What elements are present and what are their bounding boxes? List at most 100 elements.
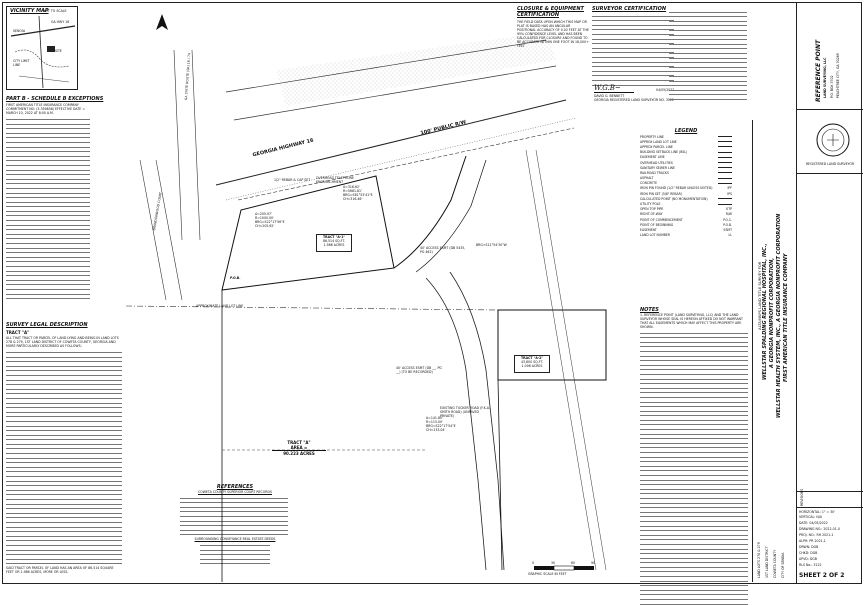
curve-1: A=316.62' R=5681.81' BRG=S61°53'41"E CH=… <box>343 185 373 201</box>
legend-code: ESMT <box>723 227 732 232</box>
drawing-frame <box>2 2 862 584</box>
revisions-panel: REVISIONS <box>797 489 863 508</box>
surveyor-cert-block: SURVEYOR CERTIFICATION W.G.B~ 04/05/2022… <box>592 6 708 114</box>
access-esmt-2-label: 40' ACCESS ESMT (DB __, PG __) (TO BE RE… <box>396 366 442 374</box>
legend-label: IRON PIN FOUND (1/2" REBAR UNLESS NOTED) <box>640 186 713 191</box>
scale-tick-30: 30 <box>551 561 556 565</box>
closure-text: THE FIELD DATA UPON WHICH THIS MAP OR PL… <box>517 20 589 48</box>
notes-first: 1. REFERENCE POINT (LAND SURVEYING, LLC)… <box>640 313 743 329</box>
graphic-scale <box>534 565 594 571</box>
scale-label: GRAPHIC SCALE IN FEET <box>528 572 567 576</box>
notes-block: NOTES 1. REFERENCE POINT (LAND SURVEYING… <box>640 307 748 605</box>
legend-row: CALCULATED POINT (NO MONUMENTATION) <box>640 196 732 201</box>
legend-row: OVERHEAD UTILITIES <box>640 160 732 165</box>
legend-label: BUILDING SETBACK LINE (BSL) <box>640 150 688 155</box>
client-name-4: FIRST AMERICAN TITLE INSURANCE COMPANY <box>783 253 789 382</box>
legend-row: EASEMENT LINE <box>640 155 732 160</box>
existing-road-label: EXISTING TUCKER ROAD (F.K.A. SMITH ROAD)… <box>440 406 490 418</box>
tb-rls: RLS No.: 3122 <box>799 563 822 567</box>
tract-a2-label: TRACT "A-2" 43,800 SQ.FT. 1.006 ACRES <box>514 355 550 373</box>
legend-label: OVERHEAD UTILITIES <box>640 160 673 165</box>
surveyor-seal-icon <box>816 123 850 157</box>
legend-row: UTILITY POLE <box>640 201 732 206</box>
certification-parties <box>669 8 747 101</box>
seal-text: REGISTERED LAND SURVEYOR <box>805 162 855 166</box>
closure-title: CLOSURE & EQUIPMENT CERTIFICATION <box>517 6 584 18</box>
firm-sub: LAND SURVEYING, LLC <box>823 57 827 98</box>
surveyor-date: 04/05/2022 <box>656 88 675 92</box>
legend-label: UTILITY POLE <box>640 202 661 207</box>
legend-label: POINT OF BEGINNING <box>640 222 674 227</box>
tract-a-area: AREA = <box>290 445 308 450</box>
notes-body <box>640 331 748 605</box>
schedule-b-block: PART B - SCHEDULE B EXCEPTIONS FIRST AME… <box>6 96 124 314</box>
firm-name: REFERENCE POINT <box>815 39 822 102</box>
legend-row: IRON PIN FOUND (1/2" REBAR UNLESS NOTED)… <box>640 186 732 191</box>
tb-date: DATE: 04/05/2022 <box>799 521 828 525</box>
references-block: REFERENCES COWETA COUNTY SUPERIOR COURT … <box>180 484 290 580</box>
schedule-b-text <box>6 117 90 300</box>
scale-tick-60: 60 <box>571 561 576 565</box>
legend-line-symbol <box>718 198 732 200</box>
surveyor-license: GEORGIA REGISTERED LAND SURVEYOR NO. 312… <box>594 98 675 102</box>
access-esmt-label: 40' ACCESS ESMT (DB 5435, PG 462) <box>420 246 466 254</box>
rebar-note: 1/2" REBAR & CAP SET <box>274 178 311 182</box>
tract-a2-area: 43,800 SQ.FT. <box>520 360 544 364</box>
legend-code: IPF <box>727 186 732 191</box>
scale-vertical: VERTICAL: N/A <box>799 515 822 519</box>
legend-code: LL <box>728 233 732 238</box>
scale-horizontal: HORIZONTAL: 1" = 30' <box>799 510 836 514</box>
client-location-1: LAND LOTS 278 & 279 <box>757 542 761 578</box>
vicinity-map: VICINITY MAP NOT TO SCALE GA HWY 16 SENO… <box>6 6 78 90</box>
curve-2: A=205.97' R=1000.00' BRG=S22°17'56"E CH=… <box>255 212 285 228</box>
legend-row: PROPERTY LINE <box>640 134 732 139</box>
legend-label: RIGHT-OF-WAY <box>640 212 663 217</box>
legend-row: CONCRETE <box>640 181 732 186</box>
legend-row: RAILROAD TRACKS <box>640 170 732 175</box>
legend-row: RIGHT-OF-WAY R/W <box>640 212 732 217</box>
legend-title: LEGEND <box>674 128 698 134</box>
vicinity-title: VICINITY MAP <box>10 8 49 14</box>
vicinity-label-site: SITE <box>55 49 62 53</box>
client-name-3: WELLSTAR HEALTH SYSTEM, INC., A GEORGIA … <box>776 213 782 418</box>
legend-line-symbol <box>718 162 732 164</box>
legend-code: R/W <box>725 212 732 217</box>
legend-line-symbol <box>718 146 732 148</box>
pob-label: P.O.B. <box>230 276 241 280</box>
client-location-4: CITY OF SENOIA <box>781 552 785 578</box>
tb-drawing-no: DRAWING NO.: 2022-01-0 <box>799 527 840 531</box>
tract-a-acres: 90.223 ACRES <box>272 450 326 456</box>
legal-body <box>6 350 122 565</box>
references-subtitle: COWETA COUNTY SUPERIOR COURT RECORDS <box>197 490 272 494</box>
legend-line-symbol <box>718 151 732 153</box>
schedule-b-title: PART B - SCHEDULE B EXCEPTIONS <box>6 96 104 102</box>
references-title: REFERENCES <box>216 484 254 490</box>
vicinity-label-hwy: GA HWY 16 <box>51 20 70 24</box>
legend-label: CALCULATED POINT (NO MONUMENTATION) <box>640 196 708 201</box>
legend-code: OTP <box>725 207 732 212</box>
vicinity-scale: NOT TO SCALE <box>43 9 67 13</box>
surveyor-cert-title: SURVEYOR CERTIFICATION <box>592 6 667 12</box>
schedule-b-intro: FIRST AMERICAN TITLE INSURANCE COMPANY C… <box>6 103 85 115</box>
tb-proj-no: PROJ. NO.: RH 2021-1 <box>799 533 834 537</box>
tb-sheet: SHEET 2 OF 2 <box>799 572 845 579</box>
legend-row: APPROX LAND LOT LINE <box>640 139 732 144</box>
legend-line-symbol <box>718 172 732 174</box>
legend-line-symbol <box>718 136 732 138</box>
land-lot-line-label: APPROXIMATE LAND LOT LINE <box>196 304 244 308</box>
legal-closing: SAID TRACT OR PARCEL OF LAND HAS AN AREA… <box>6 566 114 575</box>
firm-addr-1: P.O. BOX 3702 <box>830 75 834 98</box>
legend-line-symbol <box>718 203 732 205</box>
legend-code: P.O.B. <box>723 222 732 227</box>
vicinity-label-senoia: SENOIA <box>13 29 26 33</box>
references-list <box>180 496 288 536</box>
site-plan <box>126 14 607 582</box>
legend-row: SANITARY SEWER LINE <box>640 165 732 170</box>
legend-line-symbol <box>718 141 732 143</box>
legend-label: EASEMENT LINE <box>640 155 665 160</box>
legend-code: P.O.C. <box>723 217 732 222</box>
tract-a1-name: TRACT "A-1" <box>322 235 346 239</box>
